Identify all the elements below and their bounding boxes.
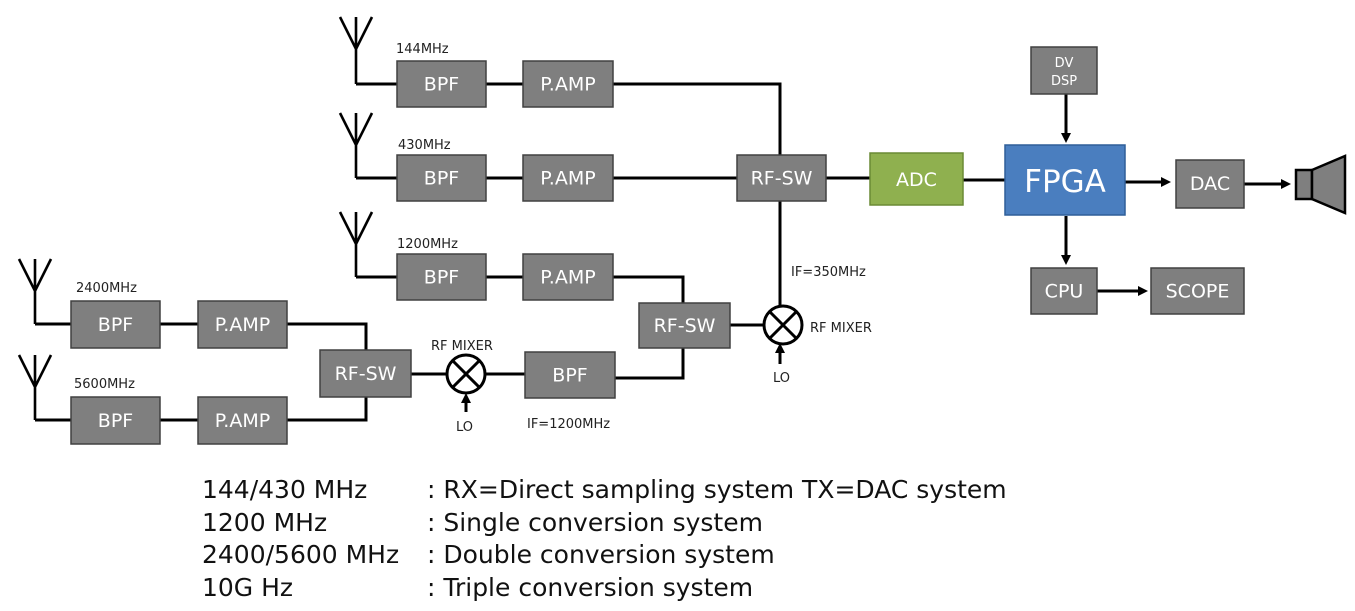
band-label-1200: 1200MHz bbox=[397, 237, 458, 252]
note-value: : RX=Direct sampling system TX=DAC syste… bbox=[427, 475, 1007, 504]
svg-text:DAC: DAC bbox=[1190, 173, 1230, 195]
svg-text:P.AMP: P.AMP bbox=[540, 74, 595, 96]
svg-text:P.AMP: P.AMP bbox=[215, 314, 270, 336]
note-key: 1200 MHz bbox=[202, 507, 328, 537]
svg-text:RF-SW: RF-SW bbox=[335, 363, 397, 385]
system-notes: 144/430 MHz : RX=Direct sampling system … bbox=[202, 474, 1007, 604]
rf-mixer-2-label: RF MIXER bbox=[810, 321, 872, 336]
cpu-block: CPU bbox=[1030, 267, 1098, 315]
svg-text:BPF: BPF bbox=[552, 365, 587, 387]
bpf-2400-block: BPF bbox=[70, 300, 161, 349]
bpf-5600-block: BPF bbox=[70, 396, 161, 445]
note-row: 144/430 MHz : RX=Direct sampling system … bbox=[202, 474, 1007, 507]
scope-block: SCOPE bbox=[1150, 267, 1245, 315]
rfsw-main-block: RF-SW bbox=[736, 154, 827, 202]
svg-text:CPU: CPU bbox=[1045, 281, 1084, 303]
svg-text:FPGA: FPGA bbox=[1024, 164, 1106, 200]
speaker-icon bbox=[1294, 154, 1347, 215]
svg-text:BPF: BPF bbox=[424, 267, 459, 289]
note-key: 144/430 MHz bbox=[202, 475, 368, 504]
note-value: : Single conversion system bbox=[427, 507, 763, 537]
svg-text:P.AMP: P.AMP bbox=[215, 410, 270, 432]
antenna-5600-icon bbox=[17, 354, 53, 420]
adc-block: ADC bbox=[869, 152, 964, 206]
pamp-5600-block: P.AMP bbox=[197, 396, 288, 445]
svg-text:BPF: BPF bbox=[424, 74, 459, 96]
antenna-144-icon bbox=[338, 16, 374, 84]
svg-text:BPF: BPF bbox=[424, 168, 459, 190]
mixer-2-icon bbox=[762, 304, 804, 346]
dac-block: DAC bbox=[1175, 159, 1245, 209]
pamp-144-block: P.AMP bbox=[522, 60, 614, 108]
connection-wires bbox=[35, 82, 1291, 422]
note-key: 10G Hz bbox=[202, 572, 294, 602]
svg-text:BPF: BPF bbox=[98, 314, 133, 336]
band-label-144: 144MHz bbox=[396, 42, 449, 57]
mixer-1-icon bbox=[445, 353, 487, 395]
svg-text:SCOPE: SCOPE bbox=[1166, 281, 1230, 303]
fpga-block: FPGA bbox=[1004, 144, 1126, 216]
if-350-label: IF=350MHz bbox=[791, 265, 866, 280]
svg-text:DV: DV bbox=[1055, 56, 1074, 71]
antenna-430-icon bbox=[338, 112, 374, 178]
bpf-144-block: BPF bbox=[396, 60, 487, 108]
band-label-430: 430MHz bbox=[398, 138, 451, 153]
svg-text:DSP: DSP bbox=[1051, 74, 1077, 89]
note-value: : Double conversion system bbox=[427, 540, 775, 569]
pamp-430-block: P.AMP bbox=[522, 154, 614, 202]
svg-text:P.AMP: P.AMP bbox=[540, 168, 595, 190]
bpf-430-block: BPF bbox=[396, 154, 487, 202]
svg-text:ADC: ADC bbox=[896, 169, 937, 191]
note-value: : Triple conversion system bbox=[427, 572, 754, 602]
antenna-2400-icon bbox=[17, 258, 53, 324]
svg-text:RF-SW: RF-SW bbox=[751, 168, 813, 190]
lo-1-label: LO bbox=[456, 420, 473, 435]
svg-text:P.AMP: P.AMP bbox=[540, 267, 595, 289]
rf-mixer-1-label: RF MIXER bbox=[431, 339, 493, 354]
pamp-1200-block: P.AMP bbox=[522, 253, 614, 301]
note-key: 2400/5600 MHz bbox=[202, 540, 400, 569]
lo-2-label: LO bbox=[773, 371, 790, 386]
rfsw-1200-block: RF-SW bbox=[638, 302, 731, 349]
note-row: 10G Hz : Triple conversion system bbox=[202, 572, 1007, 605]
dv-dsp-block: DV DSP bbox=[1030, 46, 1098, 95]
bpf-if1200-block: BPF bbox=[524, 351, 616, 399]
antenna-1200-icon bbox=[338, 211, 374, 277]
rfsw-2400-5600-block: RF-SW bbox=[319, 349, 412, 398]
band-label-2400: 2400MHz bbox=[76, 281, 137, 296]
pamp-2400-block: P.AMP bbox=[197, 300, 288, 349]
svg-text:BPF: BPF bbox=[98, 410, 133, 432]
note-row: 1200 MHz : Single conversion system bbox=[202, 507, 1007, 540]
note-row: 2400/5600 MHz : Double conversion system bbox=[202, 539, 1007, 572]
band-label-5600: 5600MHz bbox=[74, 377, 135, 392]
if-1200-label: IF=1200MHz bbox=[527, 417, 610, 432]
bpf-1200-block: BPF bbox=[396, 253, 487, 301]
svg-text:RF-SW: RF-SW bbox=[654, 315, 716, 337]
